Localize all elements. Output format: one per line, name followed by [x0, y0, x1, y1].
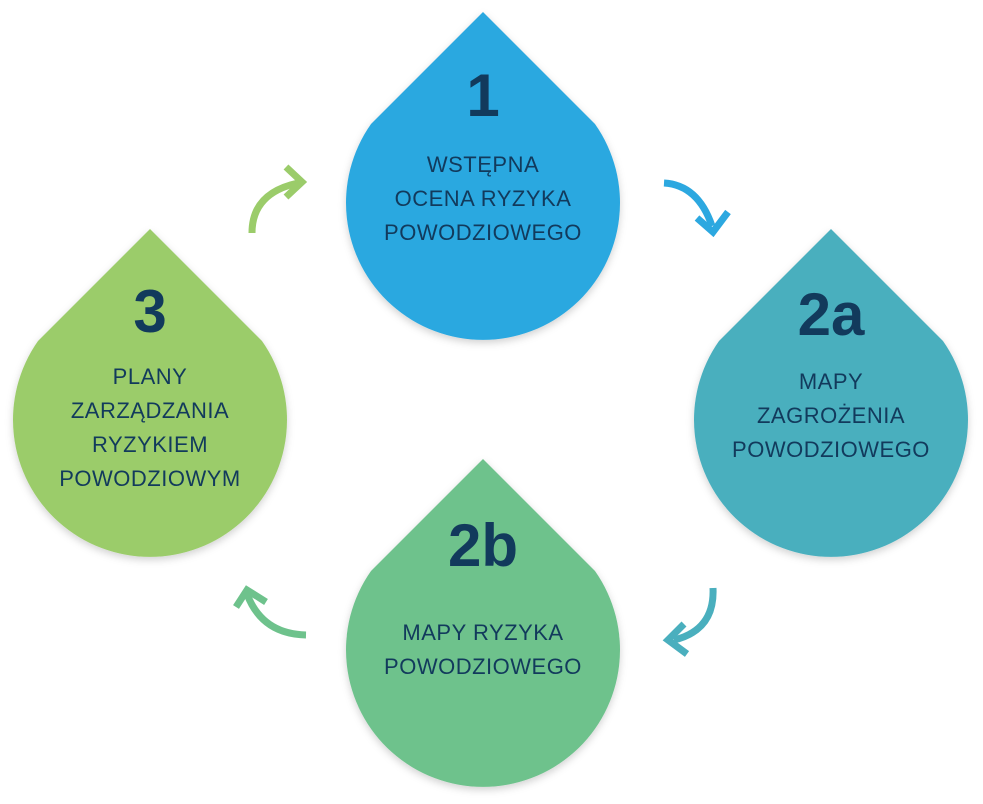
step-2a-content: 2a MAPY ZAGROŻENIA POWODZIOWEGO [694, 285, 968, 467]
step-3-number: 3 [133, 278, 167, 345]
drop-step-1 [346, 12, 620, 340]
step-1-content: 1 WSTĘPNA OCENA RYZYKA POWODZIOWEGO [346, 66, 620, 250]
drop-step-2a [694, 229, 968, 557]
step-2b-number: 2b [447, 512, 519, 579]
step-1-label: WSTĘPNA OCENA RYZYKA POWODZIOWEGO [384, 152, 582, 245]
drop-step-2b [346, 459, 621, 787]
arrow-step-3-to-1 [248, 164, 308, 234]
step-2a-number: 2a [797, 281, 865, 348]
step-2a-label: MAPY ZAGROŻENIA POWODZIOWEGO [732, 369, 930, 462]
step-2b-content: 2b MAPY RYZYKA POWODZIOWEGO [346, 516, 620, 684]
step-1-number: 1 [466, 62, 500, 129]
step-3-label: PLANY ZARZĄDZANIA RYZYKIEM POWODZIOWYM [59, 364, 241, 491]
arrow-step-1-to-2a [663, 179, 731, 238]
drop-step-3 [12, 229, 287, 557]
arrow-step-2b-to-3 [233, 585, 307, 639]
step-3-content: 3 PLANY ZARZĄDZANIA RYZYKIEM POWODZIOWYM [13, 282, 287, 496]
arrow-step-2a-to-2b [662, 587, 717, 657]
step-2b-label: MAPY RYZYKA POWODZIOWEGO [384, 620, 582, 679]
